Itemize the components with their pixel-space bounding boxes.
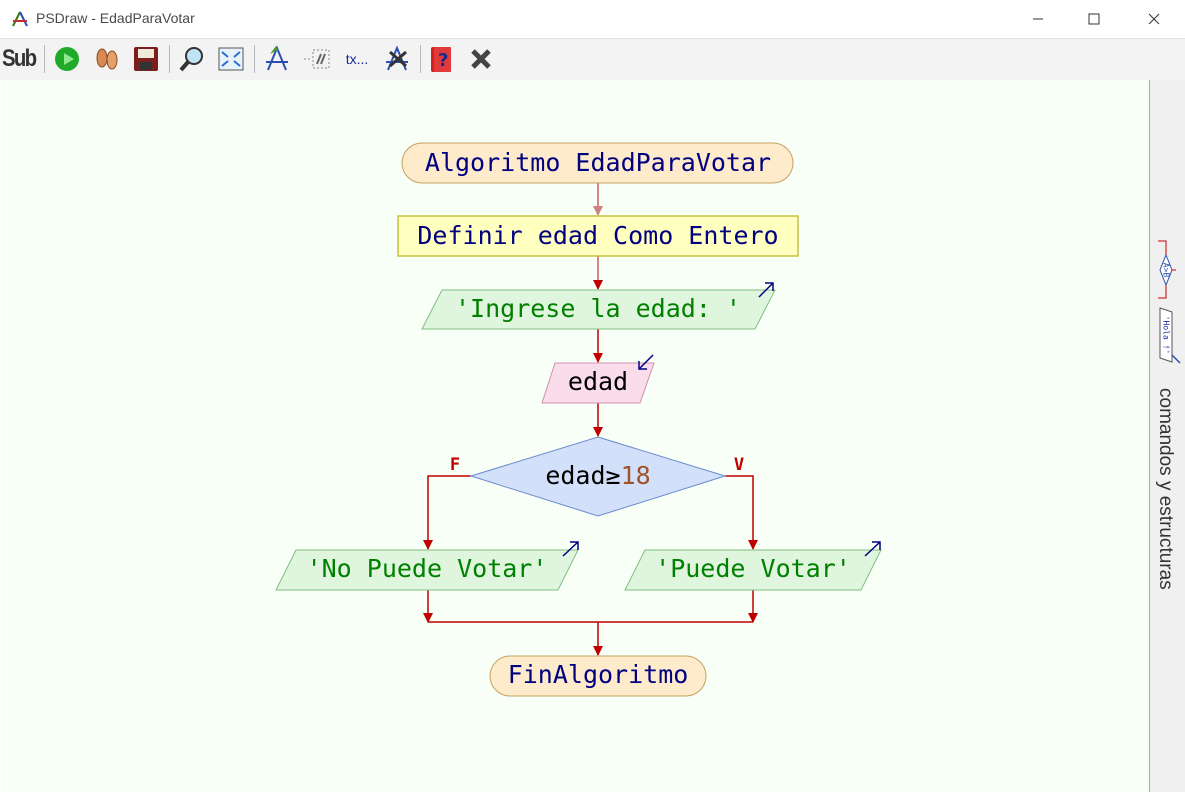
output-ingrese[interactable]: 'Ingrese la edad: ' <box>421 282 776 330</box>
output-no-puede-votar[interactable]: 'No Puede Votar' <box>275 541 579 591</box>
end-label: FinAlgoritmo <box>508 660 689 689</box>
panel-label: comandos y estructuras <box>1155 388 1176 590</box>
panel-shape-icons: A>B 'Hola !' <box>1158 240 1181 364</box>
psdraw-app-icon <box>12 11 28 27</box>
help-icon: ? <box>431 47 451 72</box>
fit-screen-button[interactable] <box>214 42 248 76</box>
close-flow-icon <box>471 49 491 69</box>
flowchart-canvas[interactable]: Algoritmo EdadParaVotar Definir edad Com… <box>1 80 1149 792</box>
flow-connectors <box>423 183 758 656</box>
toolbar-separator <box>44 45 45 73</box>
input-edad-label: edad <box>568 367 628 396</box>
close-button[interactable] <box>1131 0 1177 38</box>
commands-structures-panel[interactable]: A>B 'Hola !' comandos y estructuras <box>1149 80 1185 792</box>
comment-button[interactable] <box>300 42 334 76</box>
comment-icon <box>304 49 330 69</box>
decision-lhs: edad≥ <box>545 461 620 490</box>
true-branch-label: V <box>734 455 744 475</box>
input-edad[interactable]: edad <box>541 354 655 404</box>
input-arrow-icon <box>638 354 654 370</box>
zoom-button[interactable] <box>175 42 209 76</box>
define-process[interactable]: Definir edad Como Entero <box>397 215 799 257</box>
save-button[interactable] <box>129 42 163 76</box>
edit-flow-button[interactable] <box>260 42 294 76</box>
zoom-icon <box>179 47 203 72</box>
window-title: PSDraw - EdadParaVotar <box>36 10 195 26</box>
flowchart-diagram: Algoritmo EdadParaVotar Definir edad Com… <box>275 142 882 697</box>
output-arrow-icon <box>562 541 579 557</box>
toolbar-separator <box>169 45 170 73</box>
edit-flow-icon <box>266 45 288 71</box>
run-button[interactable] <box>50 42 84 76</box>
minimize-button[interactable] <box>1015 0 1061 38</box>
decision-shape-text: A>B <box>1162 263 1171 278</box>
delete-flow-icon <box>386 45 408 71</box>
fit-screen-icon <box>218 47 244 71</box>
save-icon <box>134 47 158 71</box>
output-arrow-icon <box>864 541 881 557</box>
start-terminal[interactable]: Algoritmo EdadParaVotar <box>401 142 794 184</box>
maximize-button[interactable] <box>1071 0 1117 38</box>
delete-flow-button[interactable] <box>380 42 414 76</box>
end-terminal[interactable]: FinAlgoritmo <box>489 655 707 697</box>
decision-edad[interactable]: edad≥18 F V <box>450 436 744 517</box>
toolbar-separator <box>420 45 421 73</box>
text-button[interactable]: tx... <box>340 42 374 76</box>
text-button-label: tx... <box>345 51 369 67</box>
help-button[interactable]: ? <box>425 42 459 76</box>
svg-text:?: ? <box>438 50 448 71</box>
toolbar: Sub <box>0 39 1185 80</box>
step-by-step-icon <box>96 48 118 70</box>
maximize-icon <box>1088 13 1100 25</box>
run-icon <box>55 47 79 71</box>
start-label: Algoritmo EdadParaVotar <box>425 148 771 177</box>
output-ingrese-label: 'Ingrese la edad: ' <box>455 294 741 323</box>
define-label: Definir edad Como Entero <box>417 221 778 250</box>
decision-label: edad≥18 <box>545 461 650 490</box>
title-bar: PSDraw - EdadParaVotar <box>0 0 1185 39</box>
output-shape-icon[interactable]: 'Hola !' <box>1159 307 1181 364</box>
output-no-puede-votar-label: 'No Puede Votar' <box>307 554 548 583</box>
output-shape-text: 'Hola !' <box>1162 316 1171 355</box>
decision-rhs: 18 <box>621 461 651 490</box>
output-arrow-icon <box>758 282 774 298</box>
decision-shape-icon[interactable]: A>B <box>1158 240 1176 299</box>
output-puede-votar[interactable]: 'Puede Votar' <box>624 541 882 591</box>
toolbar-separator <box>254 45 255 73</box>
close-icon <box>1148 13 1160 25</box>
sub-label: Sub <box>2 45 37 72</box>
close-flow-button[interactable] <box>464 42 498 76</box>
minimize-icon <box>1033 18 1043 20</box>
output-puede-votar-label: 'Puede Votar' <box>655 554 851 583</box>
false-branch-label: F <box>450 455 460 475</box>
step-by-step-button[interactable] <box>90 42 124 76</box>
sub-button[interactable]: Sub <box>2 42 37 76</box>
